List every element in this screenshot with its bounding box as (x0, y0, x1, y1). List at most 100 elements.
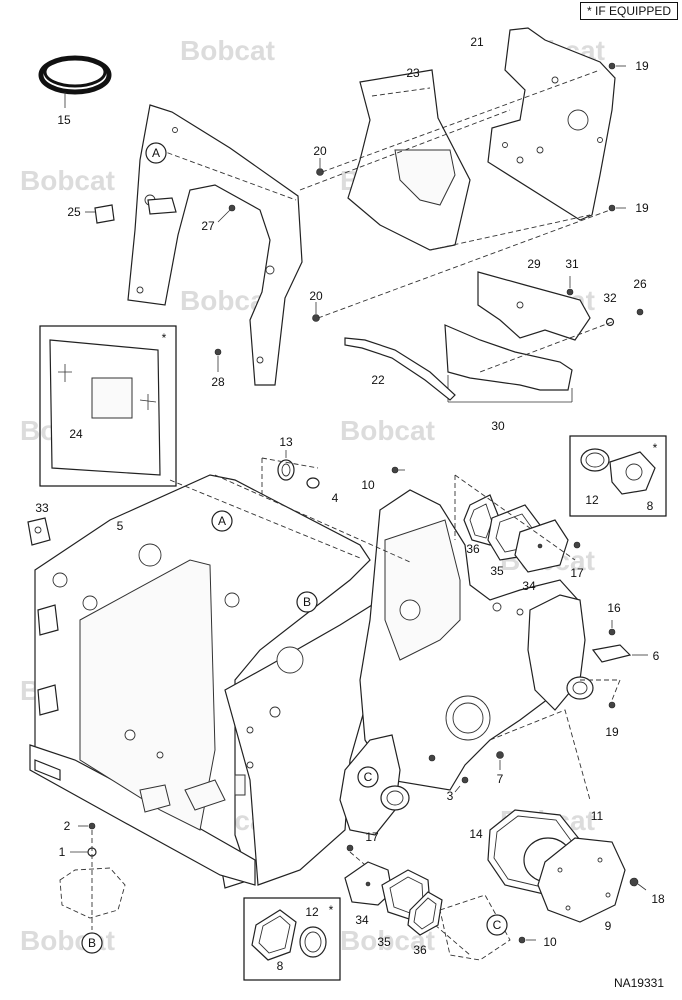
alignment-line (429, 214, 591, 251)
callout-17-lower: 17 (365, 830, 379, 844)
part-5-main-frame (29, 474, 594, 889)
callout-15: 15 (57, 113, 71, 127)
part-25-plate (85, 204, 115, 224)
callout-20-upper: 20 (313, 144, 327, 158)
part-bolt (428, 754, 436, 762)
callout-19-upper: 19 (635, 59, 649, 73)
part-7-bolt (496, 751, 504, 759)
part-3-bolt (461, 776, 469, 784)
callout-33: 33 (35, 501, 49, 515)
inset-lower-asterisk: * (329, 903, 334, 917)
callout-36-lower: 36 (413, 943, 427, 957)
callout-35-lower: 35 (377, 935, 391, 949)
watermark: Bobcat (20, 165, 115, 196)
part-4-oring (306, 477, 320, 489)
part-15-coil-seal (38, 55, 112, 108)
inset-upper-asterisk: * (653, 441, 658, 455)
part-17-bolt-lower (346, 844, 354, 852)
callout-18: 18 (651, 892, 665, 906)
callout-9: 9 (605, 919, 612, 933)
callout-3: 3 (447, 789, 454, 803)
part-b-ref-cover (59, 867, 126, 919)
callout-13: 13 (279, 435, 293, 449)
circle-ref-a-upper-label: A (152, 146, 160, 160)
callout-26: 26 (633, 277, 647, 291)
callout-30: 30 (491, 419, 505, 433)
inset-24-optional-panel (39, 325, 177, 487)
callout-19-lower: 19 (605, 725, 619, 739)
part-10-bolt-upper (391, 466, 399, 474)
callout-12-upper: 12 (585, 493, 599, 507)
alignment-line (489, 709, 591, 801)
circle-ref-b-lower (81, 932, 103, 954)
part-21-panel (487, 27, 616, 221)
circle-ref-c-frame-label: C (364, 770, 373, 784)
part-32-washer (605, 317, 615, 327)
if-equipped-legend: * IF EQUIPPED (579, 2, 678, 20)
callout-22: 22 (371, 373, 385, 387)
callout-32: 32 (603, 291, 617, 305)
legend-asterisk: * (586, 4, 592, 18)
part-18-bolt (629, 877, 639, 887)
callout-14: 14 (469, 827, 483, 841)
callout-8-upper: 8 (647, 499, 654, 513)
callout-2: 2 (64, 819, 71, 833)
watermark: Bobcat (180, 35, 275, 66)
callout-34-upper: 34 (522, 579, 536, 593)
alignment-line (580, 679, 621, 701)
part-left-upright-panel (127, 104, 303, 386)
part-bracket (147, 197, 177, 215)
callout-36-upper: 36 (466, 542, 480, 556)
callout-4: 4 (332, 491, 339, 505)
part-20-bolt-upper (316, 168, 324, 176)
circle-ref-a-frame-label: A (218, 514, 226, 528)
callout-8-lower: 8 (277, 959, 284, 973)
alignment-line (317, 209, 611, 319)
callout-1: 1 (59, 845, 66, 859)
watermark: Bobcat (340, 415, 435, 446)
callout-35-upper: 35 (490, 564, 504, 578)
inset-12-8-upper (569, 435, 667, 517)
part-9-cover (537, 837, 626, 923)
callout-24: 24 (69, 427, 83, 441)
part-16-bolt (608, 628, 616, 636)
part-19-bolt-upper (608, 62, 616, 70)
inset-8-12-lower (243, 897, 341, 981)
part-23-cover (347, 69, 471, 251)
circle-ref-c-frame (357, 766, 379, 788)
callout-28: 28 (211, 375, 225, 389)
part-13-bushing (277, 450, 295, 481)
callout-labels: 15 25 27 20 20 28 23 21 19 19 29 31 26 3… (35, 35, 665, 973)
part-28-bolt (214, 348, 222, 356)
part-29-panel (477, 271, 591, 341)
callout-31: 31 (565, 257, 579, 271)
callout-10-upper: 10 (361, 478, 375, 492)
callout-25: 25 (67, 205, 81, 219)
callout-7: 7 (497, 772, 504, 786)
part-17-bolt-upper (573, 541, 581, 549)
circle-ref-c-lower-label: C (493, 918, 502, 932)
part-31-bolt (566, 288, 574, 296)
alignment-line (454, 474, 576, 561)
part-19-bolt-mid (608, 204, 616, 212)
document-id: NA19331 (613, 976, 664, 990)
part-36-gasket-lower (407, 891, 443, 936)
part-c-ref-cover (439, 894, 511, 961)
alignment-line (299, 109, 511, 191)
callout-5: 5 (117, 519, 124, 533)
circle-ref-a-frame (211, 510, 233, 532)
part-side-bracket (37, 684, 59, 716)
circle-ref-b-frame-label: B (303, 595, 311, 609)
callout-11: 11 (591, 809, 604, 823)
circle-ref-b-lower-label: B (88, 936, 96, 950)
circle-ref-c-lower (486, 914, 508, 936)
part-22-strap (344, 337, 456, 401)
callout-17-upper: 17 (570, 566, 584, 580)
callout-16: 16 (607, 601, 621, 615)
part-10-bolt-lower (518, 936, 526, 944)
part-33-bracket (27, 517, 51, 546)
part-6-bracket (591, 644, 632, 663)
part-19-bolt-lower (608, 701, 616, 709)
callout-12-lower: 12 (305, 905, 319, 919)
